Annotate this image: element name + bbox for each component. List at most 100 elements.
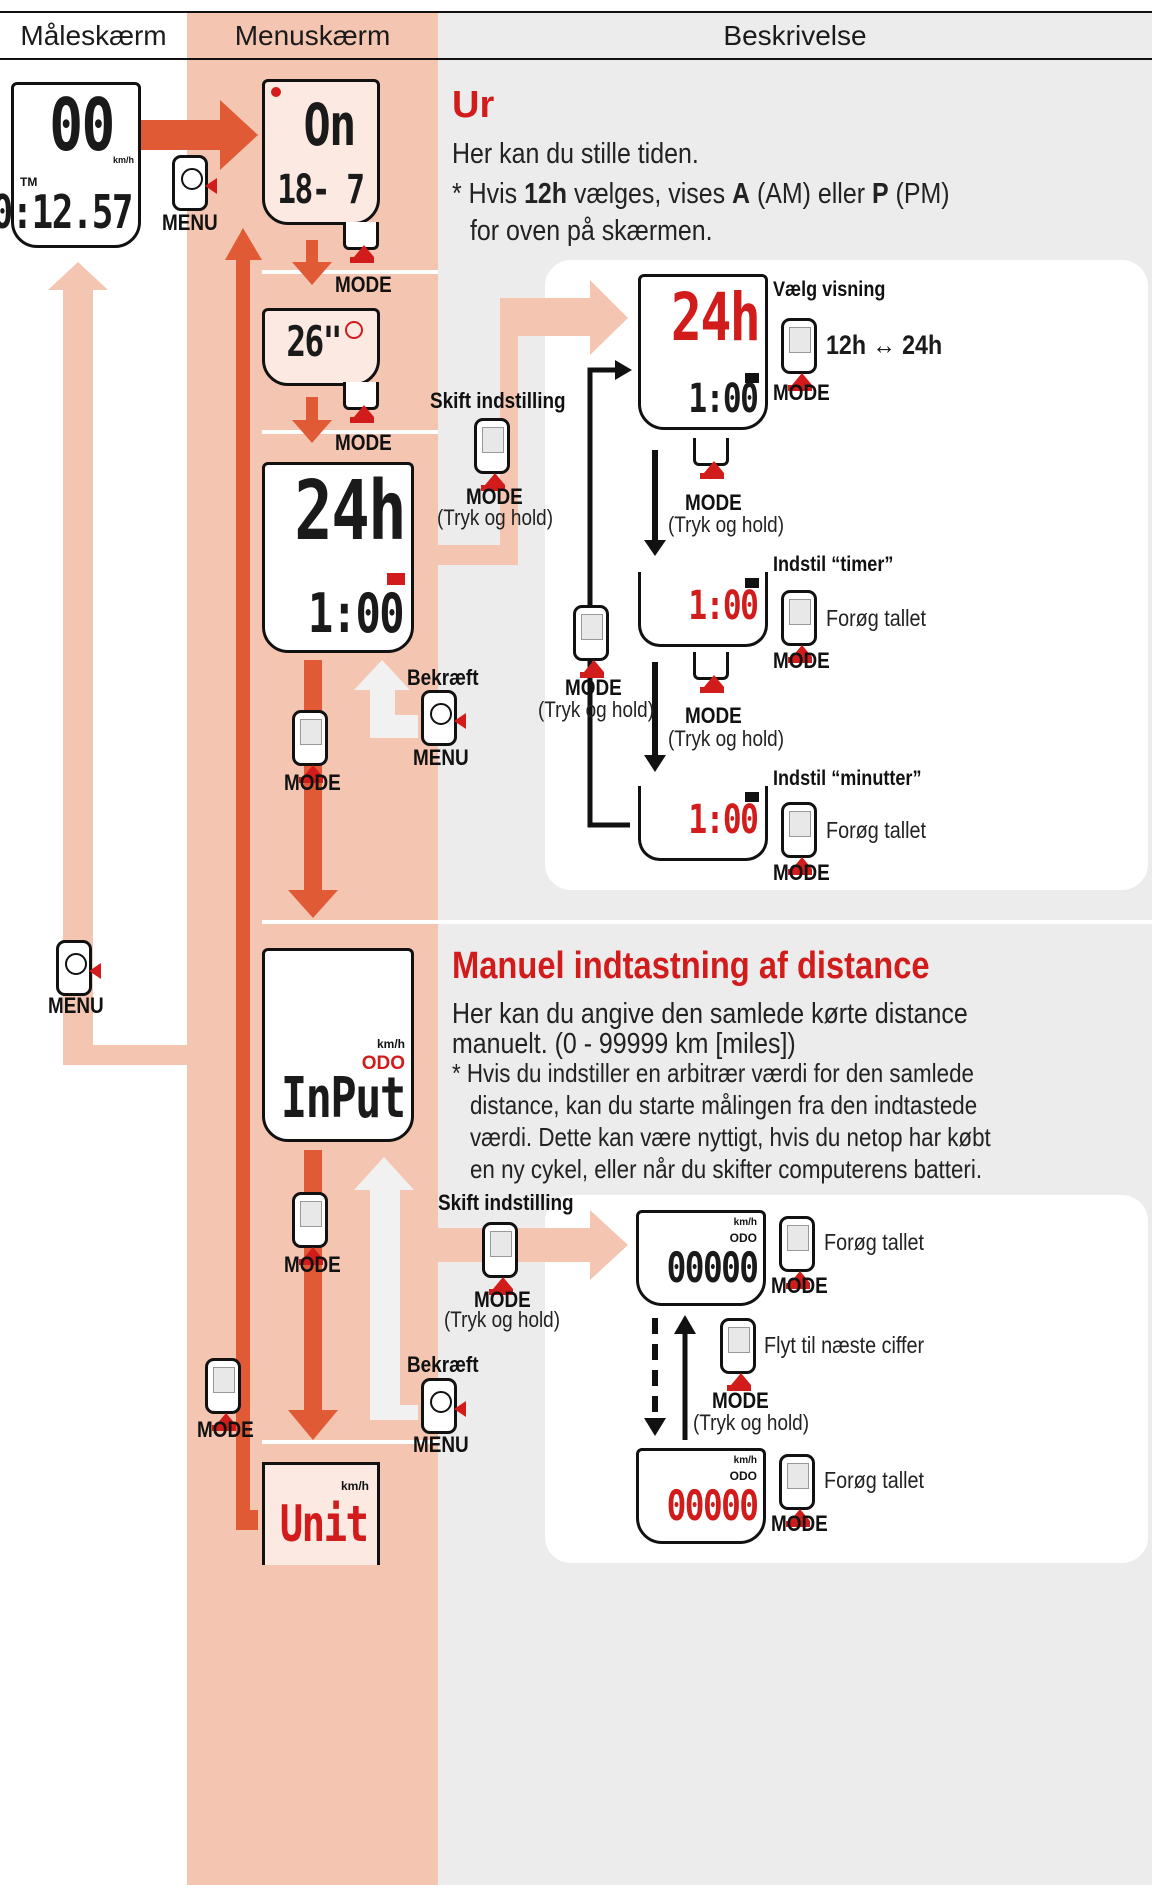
confirm-label-2: Bekræft [407,1352,479,1377]
clock-change-setting-label: Skift indstilling [430,388,566,413]
set-hours-label: Indstil “timer” [773,553,894,576]
arrow-down-3 [288,660,338,918]
clock-note-line2: for oven på skærmen. [470,215,713,247]
odo-change-setting-label: Skift indstilling [438,1190,574,1215]
black-loop-line [587,367,630,828]
clock-note-pre: * Hvis [452,178,525,210]
lcd-odo-detail-1: km/h ODO 00000 [636,1210,766,1306]
mode-icon-minutes [781,802,817,875]
lcd-measure-time: 0:12.57 [0,185,134,239]
menu-label-confirm-1: MENU [413,745,469,770]
mode-label-hold-a: MODE [685,490,742,515]
sep-4 [262,1440,438,1444]
clock-note-a: A [731,178,751,210]
lcd-input-text: InPut [281,1066,406,1131]
menu-label-top: MENU [162,210,218,235]
lcd-24h-value: 24h [294,464,406,559]
lcd-measure-speed: 00 [49,83,115,167]
mode-label-odo-inc-1: MODE [771,1273,828,1298]
hold-label-a: (Tryk og hold) [668,512,785,537]
black-loop-head [615,360,632,380]
clock-note-p: P [871,178,889,210]
mode-icon-change-1 [474,418,510,491]
black-arrow-down-1 [644,450,666,556]
clock-note-12h: 12h [524,178,568,210]
header-rule-bottom [0,58,1152,60]
odo-detail-2-unit: km/h [733,1455,757,1466]
odo-increase-label-2: Forøg tallet [824,1467,925,1493]
odo-up-head [674,1315,696,1334]
lcd-unit-kmh: km/h [340,1479,369,1493]
mode-label-hold-b: MODE [685,703,742,728]
mode-icon-odo-inc-1 [779,1216,815,1289]
odo-detail-1-label: ODO [729,1231,757,1245]
lcd-odo-detail-2: km/h ODO 00000 [636,1448,766,1544]
col-header-desc: Beskrivelse [723,20,867,51]
lcd-wheel-value: 26" [286,317,343,366]
menu-icon-confirm-2 [421,1378,466,1434]
mode-label-5: MODE [197,1417,254,1442]
lcd-unit-text: Unit [279,1495,368,1553]
odo-detail-1-unit: km/h [733,1217,757,1228]
col-header-menu: Menuskærm [234,20,391,51]
lcd-unit: km/h Unit [262,1462,380,1565]
mode-icon-hold-a [693,438,729,479]
mode-icon-2 [343,382,379,423]
lcd-detail-hours-time: 1:00 [688,583,758,629]
mode-icon-select [781,318,817,391]
hold-label-b: (Tryk og hold) [668,726,785,751]
lcd-detail-hours: 1:00 [638,572,768,647]
col-header-measure: Måleskærm [20,20,167,51]
odo-title: Manuel indtastning af distance [452,945,930,987]
mode-icon-odo-inc-2 [779,1454,815,1527]
arrow-down-2 [292,397,332,443]
mode-label-minutes: MODE [773,860,830,885]
clock-note-mid1: vælges, vises [567,178,732,210]
mode-label-hours: MODE [773,648,830,673]
header-rule [0,11,1152,13]
hold-label-loop: (Tryk og hold) [538,697,655,722]
lcd-input: km/h ODO InPut [262,948,414,1142]
mode-label-change-2: MODE [474,1287,531,1312]
clock-text: Her kan du stille tiden. [452,138,699,170]
detail-envelope-3 [745,792,759,802]
lcd-measure-unit: km/h [112,155,134,165]
mode-icon-3 [292,710,328,783]
sep-3 [262,920,1152,924]
arrow-to-odo-detail [412,1210,628,1280]
mode-icon-change-2 [482,1222,518,1295]
odo-next-digit-label: Flyt til næste ciffer [764,1332,925,1358]
lcd-clock-on-text: On [303,91,357,159]
increase-label-hours: Forøg tallet [826,605,927,631]
envelope-icon [387,573,405,585]
lcd-measure: 00 km/h TM 0:12.57 [0,82,141,248]
clock-note-mid3: (PM) [888,178,950,210]
hours-digit-text: 1:00 [688,583,758,629]
select-display-label: Vælg visning [773,278,886,301]
menu-label-left: MENU [48,993,104,1018]
mode-icon-1 [343,222,379,263]
toggle-label: 12h ↔ 24h [826,330,943,360]
odo-detail-1-value: 00000 [666,1247,758,1289]
mode-label-odo-next: MODE [712,1388,769,1413]
lcd-detail-24h-value: 24h [670,279,761,356]
arrow-down-4 [288,1150,338,1440]
mode-label-4: MODE [284,1252,341,1277]
lcd-detail-24h: 24h 1:00 [638,274,768,430]
arrow-measure-to-menu [135,100,258,170]
mode-label-change-1: MODE [466,484,523,509]
mode-label-3: MODE [284,770,341,795]
mode-label-odo-inc-2: MODE [771,1511,828,1536]
odo-increase-label-1: Forøg tallet [824,1229,925,1255]
lcd-detail-minutes-time: 1:00 [688,797,758,843]
detail-envelope-1 [745,373,759,383]
odo-detail-1-digits: 00000 [666,1243,758,1292]
mode-label-2: MODE [335,430,392,455]
lcd-detail-minutes: 1:00 [638,786,768,861]
odo-dashed-head [644,1418,666,1436]
odo-note-1: * Hvis du indstiller en arbitrær værdi f… [452,1058,974,1088]
hold-label-change-2: (Tryk og hold) [444,1307,561,1332]
hold-label-change-1: (Tryk og hold) [437,505,554,530]
odo-note-3: værdi. Dette kan være nyttigt, hvis du n… [470,1122,991,1152]
odo-text-2: manuelt. (0 - 99999 km [miles]) [452,1028,796,1060]
